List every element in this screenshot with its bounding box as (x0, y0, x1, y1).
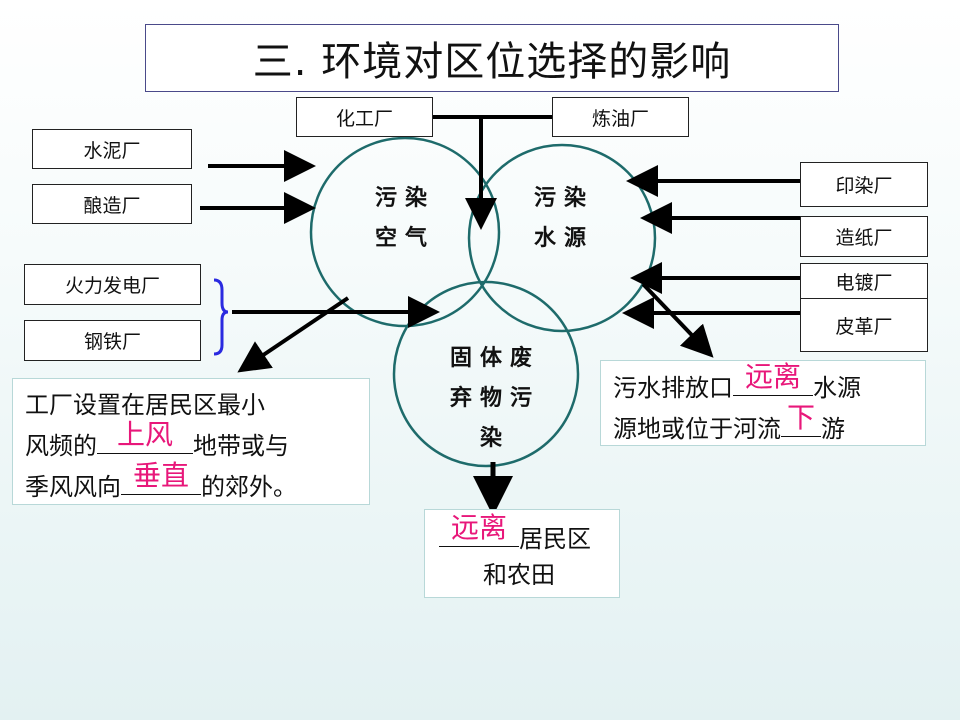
air-note-answer1: 上风 (116, 418, 173, 451)
air-label-line1: 污染 (374, 185, 435, 211)
solid-note-blank1: 远离 (439, 511, 519, 547)
air-pollution-label: 污染 空气 (345, 178, 465, 258)
water-note-line2: 源地或位于河流下游 (613, 401, 925, 447)
factory-leather-label: 皮革厂 (835, 315, 893, 338)
factory-steel-label: 钢铁厂 (83, 331, 141, 353)
arrow-water-to-note (641, 282, 714, 358)
water-note-blank1: 远离 (733, 360, 813, 396)
solid-label-line1: 固体废 (449, 345, 540, 371)
water-note-line1: 污水排放口远离水源 (613, 360, 925, 406)
power-steel-bracket (213, 278, 229, 356)
factory-power: 火力发电厂 (24, 264, 201, 305)
water-label-line1: 污染 (533, 185, 594, 211)
factory-dyeing-label: 印染厂 (835, 175, 893, 197)
factory-cement-label: 水泥厂 (83, 139, 141, 162)
factory-paper: 造纸厂 (800, 216, 928, 257)
air-note-text2: 风频的 (25, 432, 97, 460)
factory-steel: 钢铁厂 (24, 320, 201, 361)
water-label-line2: 水源 (533, 225, 594, 251)
solid-note-line1: 远离居民区 (439, 511, 619, 557)
air-note-line2: 风频的上风地带或与 (25, 418, 363, 464)
factory-power-label: 火力发电厂 (64, 275, 160, 297)
air-note-answer2: 垂直 (132, 459, 189, 492)
air-note-text1: 工厂设置在居民区最小 (25, 391, 265, 419)
solid-note-line2: 和农田 (439, 557, 619, 593)
factory-paper-label: 造纸厂 (835, 227, 893, 249)
air-note-line3: 季风风向垂直的郊外。 (25, 459, 363, 505)
factory-leather: 皮革厂 (800, 298, 928, 352)
solid-label-line2: 弃物污 (449, 385, 540, 411)
arrow-air-to-note (237, 296, 350, 373)
factory-refinery: 炼油厂 (552, 97, 689, 137)
air-pollution-circle (309, 136, 501, 328)
air-note-text5: 的郊外。 (201, 473, 297, 501)
water-pollution-circle (467, 143, 657, 333)
air-note-text4: 季风风向 (25, 473, 121, 501)
factory-dyeing: 印染厂 (800, 162, 928, 207)
air-label-line2: 空气 (374, 225, 435, 251)
factory-refinery-label: 炼油厂 (591, 107, 649, 130)
top-connector-arrow (432, 115, 553, 230)
water-note-answer1: 远离 (744, 360, 801, 393)
water-note-text1: 污水排放口 (613, 374, 733, 402)
factory-cement: 水泥厂 (32, 129, 192, 169)
title-text: 三. 环境对区位选择的影响 (252, 39, 732, 85)
solid-note-text2: 和农田 (483, 561, 555, 589)
water-pollution-label: 污染 水源 (504, 178, 624, 258)
solid-waste-note: 远离居民区 和农田 (424, 509, 620, 598)
air-note-text3: 地带或与 (193, 432, 289, 460)
water-note-text2: 水源 (813, 374, 861, 402)
water-pollution-note: 污水排放口远离水源 源地或位于河流下游 (600, 360, 926, 446)
solid-waste-label: 固体废 弃物污 染 (420, 338, 570, 458)
water-note-text3: 源地或位于河流 (613, 415, 781, 443)
solid-note-text1: 居民区 (519, 525, 591, 553)
water-note-blank2: 下 (781, 401, 821, 437)
water-note-text4: 游 (821, 415, 845, 443)
water-note-answer2: 下 (786, 401, 815, 434)
air-note-blank2: 垂直 (121, 459, 201, 495)
factory-brewery: 酿造厂 (32, 184, 192, 224)
factory-chemical-label: 化工厂 (335, 107, 393, 130)
factory-chemical: 化工厂 (296, 97, 433, 137)
factory-plating-label: 电镀厂 (835, 271, 893, 294)
air-note-line1: 工厂设置在居民区最小 (25, 387, 363, 423)
solid-waste-circle (392, 280, 580, 468)
factory-plating: 电镀厂 (800, 263, 928, 299)
air-pollution-note: 工厂设置在居民区最小 风频的上风地带或与 季风风向垂直的郊外。 (12, 378, 370, 505)
air-note-blank1: 上风 (97, 418, 193, 454)
factory-brewery-label: 酿造厂 (83, 194, 141, 217)
solid-note-answer1: 远离 (450, 511, 507, 544)
page-title: 三. 环境对区位选择的影响 (145, 24, 839, 92)
solid-label-line3: 染 (479, 425, 510, 451)
